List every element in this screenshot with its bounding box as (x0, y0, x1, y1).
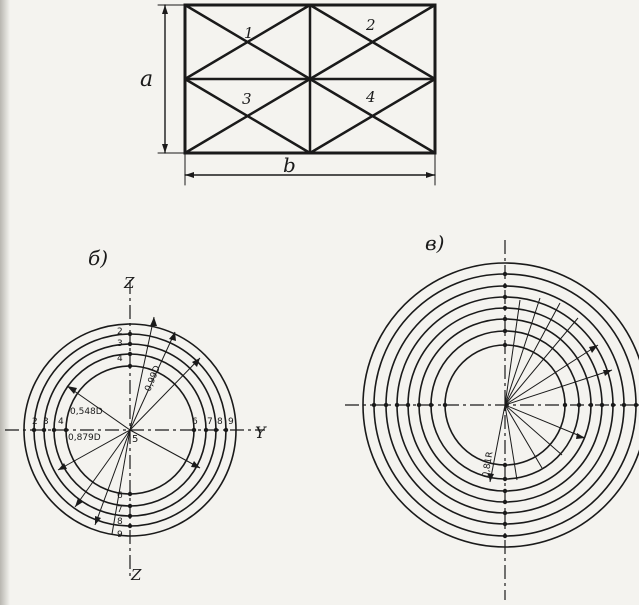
radial-b-9 (129, 429, 201, 469)
arrow-b-r3 (192, 358, 200, 367)
radial-c-10 (504, 404, 563, 456)
tick-bottom-8: 8 (117, 517, 123, 527)
dim-label-lower-c: 0,81R (481, 451, 495, 479)
radial-c-6 (504, 369, 613, 406)
tick-right-8: 8 (217, 417, 223, 427)
tick-right-7: 7 (207, 417, 213, 427)
truss-frame (157, 3, 437, 186)
radial-c-1 (504, 299, 521, 406)
arrow-c-2 (603, 370, 612, 376)
radial-b-3 (129, 357, 201, 431)
arrow-b-r5 (58, 463, 67, 470)
radial-c-5 (504, 344, 599, 406)
circle-diagram-b (5, 280, 265, 580)
radial-b-8 (111, 429, 131, 535)
tick-left-2: 2 (32, 417, 38, 427)
arrow-a-bottom (162, 144, 168, 153)
tick-left-4: 4 (58, 417, 64, 427)
radial-b-4 (66, 385, 131, 431)
page-edge-shadow (0, 0, 10, 605)
arrow-b-r6 (75, 498, 83, 507)
radial-b-2 (129, 316, 155, 431)
diagonal-3b (183, 77, 312, 155)
tick-top-3: 3 (117, 339, 123, 349)
radial-c-3 (504, 302, 561, 406)
tick-right-9: 9 (228, 417, 234, 427)
radial-b-6 (74, 429, 131, 508)
axis-z-top-label: Z (123, 274, 135, 292)
arrow-a-top (162, 5, 168, 14)
radial-b-7 (94, 429, 131, 526)
panel-number-2: 2 (365, 16, 376, 34)
tick-right-6: 6 (192, 417, 198, 427)
arrow-b-r1 (169, 332, 176, 341)
arrow-c-3 (576, 433, 585, 439)
radial-c-2 (504, 297, 541, 406)
diagonal-2b (308, 3, 437, 81)
arrow-b-r9 (191, 461, 200, 468)
radial-c-4 (504, 317, 579, 406)
arrow-b-r4 (67, 386, 77, 394)
axis-tick-dots-b (31, 331, 229, 529)
axis-y-label: Y (255, 423, 267, 442)
diagonal-4b (308, 77, 437, 155)
arrow-b-r2 (150, 317, 157, 326)
dimension-label-a: a (140, 67, 153, 92)
arrow-b-r7 (95, 516, 101, 525)
arrow-c-4 (488, 473, 494, 482)
tick-left-3: 3 (43, 417, 49, 427)
radial-c-11 (504, 404, 586, 439)
axis-tick-dots-c (371, 271, 639, 539)
tick-bottom-6: 6 (117, 491, 123, 501)
label-diagram-c: в) (425, 231, 444, 255)
panel-number-3: 3 (242, 90, 252, 108)
panel-number-1: 1 (244, 24, 254, 42)
dim-label-left-upper: 0,548D (70, 407, 103, 417)
dim-label-left-lower: 0,879D (68, 433, 101, 443)
radial-b-5 (57, 429, 131, 471)
label-diagram-b: б) (88, 246, 108, 270)
arrow-b-left (185, 172, 194, 178)
radial-c-7 (489, 404, 506, 483)
tick-bottom-9: 9 (117, 530, 123, 540)
diagonal-1b (183, 3, 312, 81)
radial-b-1 (129, 331, 176, 431)
circle-diagram-c (345, 240, 639, 600)
center-label-5: 5 (132, 434, 138, 445)
tick-top-2: 2 (117, 327, 123, 337)
dimension-label-b: b (283, 153, 296, 177)
axis-z-bottom-label: Z (130, 566, 142, 584)
radial-c-8 (504, 404, 518, 481)
tick-top-4: 4 (117, 354, 123, 364)
tick-bottom-7: 7 (117, 505, 123, 515)
panel-number-4: 4 (365, 88, 376, 106)
radial-c-9 (504, 404, 543, 469)
arrow-c-1 (589, 345, 598, 353)
arrow-b-right (426, 172, 435, 178)
